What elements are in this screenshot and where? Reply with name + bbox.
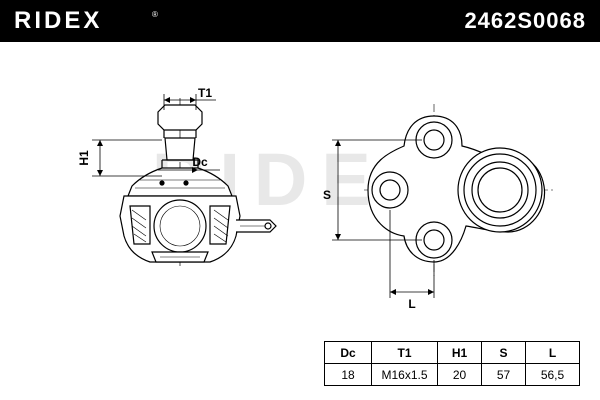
spec-header-l: L [525,341,580,364]
side-view [119,98,277,268]
spec-header-row: Dc T1 H1 S L [324,341,580,364]
spec-value-h1: 20 [437,363,482,386]
label-t1: T1 [198,86,212,100]
spec-header-dc: Dc [324,341,372,364]
spec-value-l: 56,5 [525,363,580,386]
top-view-dimensions [332,139,435,298]
spec-header-s: S [481,341,526,364]
spec-value-t1: M16x1.5 [371,363,438,386]
ball-joint-drawing: RIDEX [77,86,556,311]
spec-value-s: 57 [481,363,526,386]
part-number: 2462S0068 [464,8,586,33]
label-h1: H1 [77,150,91,166]
side-view-dimensions [92,94,220,177]
spec-table: Dc T1 H1 S L 18 M16x1.5 20 57 56,5 [324,341,580,386]
spec-header-h1: H1 [437,341,482,364]
brand-logo: RIDEX [14,7,103,34]
spec-value-dc: 18 [324,363,372,386]
spec-value-row: 18 M16x1.5 20 57 56,5 [324,363,580,386]
registered-mark: ® [152,10,158,19]
top-view [364,104,556,276]
header-bar: RIDEX ® 2462S0068 [0,0,600,42]
label-l: L [408,297,415,311]
label-dc: Dc [192,155,208,169]
label-s: S [323,188,331,202]
spec-header-t1: T1 [371,341,438,364]
